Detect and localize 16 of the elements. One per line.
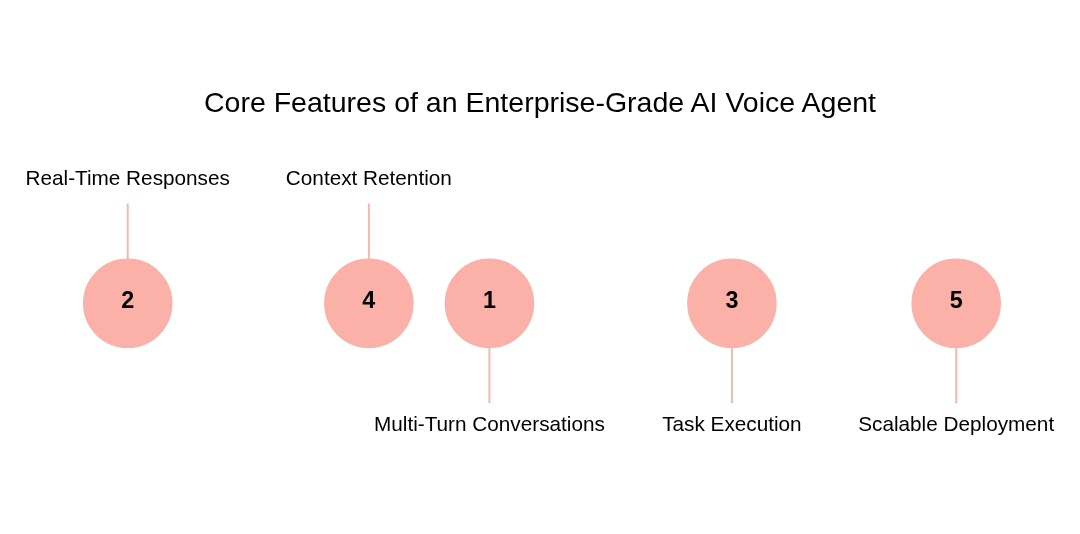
connector [367,202,370,260]
connector [488,346,491,405]
connector [126,202,129,260]
node-circle: 4 [324,258,414,349]
node-text: Context Retention [285,166,452,190]
node-text: Multi-Turn Conversations [374,412,605,436]
diagram-title: Core Features of an Enterprise-Grade AI Voice Agent [203,86,877,119]
connector [730,346,733,405]
node-circle: 1 [444,258,535,349]
node-circle: 3 [687,258,777,349]
node-text: Real-Time Responses [25,166,230,190]
node-text: Scalable Deployment [858,412,1055,436]
node-circle: 5 [911,258,1001,349]
node-circle: 2 [82,258,173,349]
connector [955,346,958,405]
node-text: Task Execution [662,412,802,436]
